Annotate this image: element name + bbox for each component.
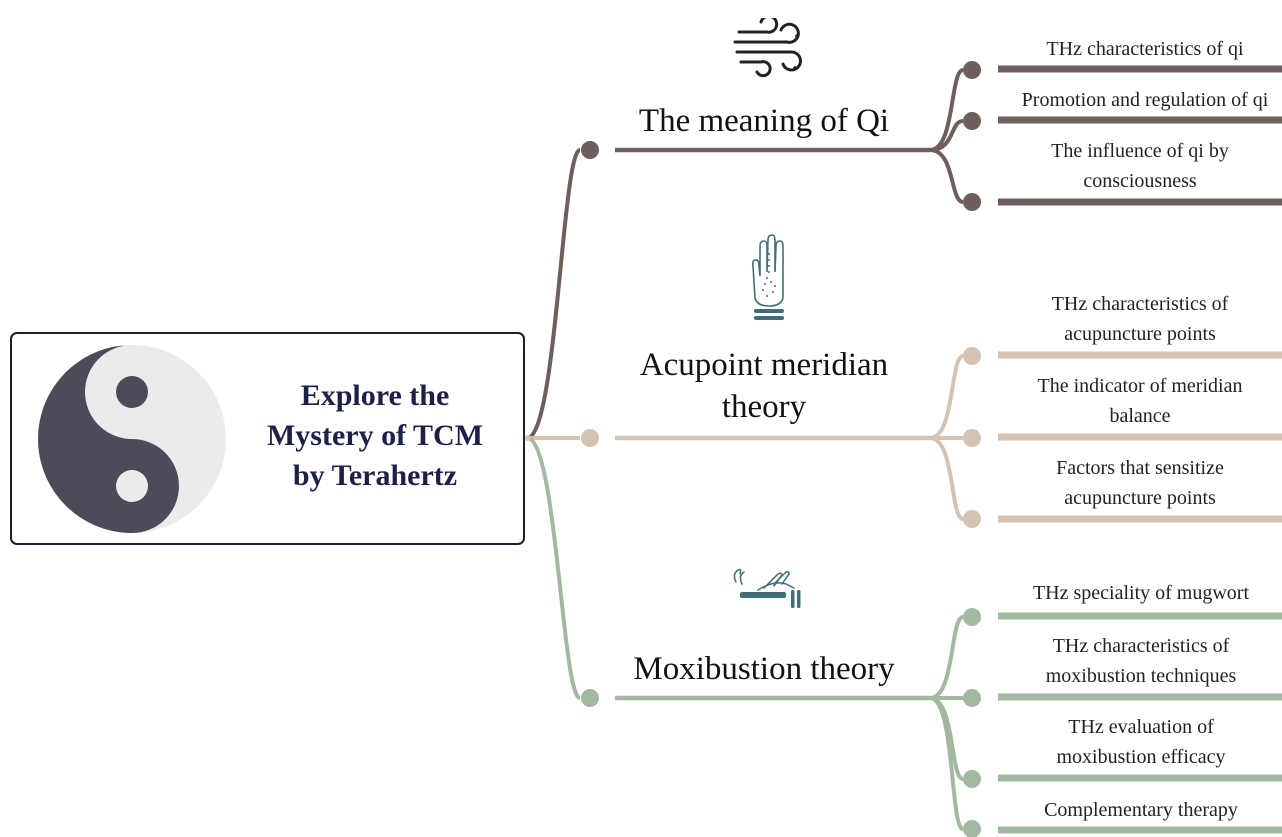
leaf-connector bbox=[929, 696, 965, 831]
root-title-line: Mystery of TCM bbox=[266, 419, 484, 452]
branch-label-line: The meaning of Qi bbox=[638, 103, 890, 139]
yin-dot bbox=[116, 376, 148, 408]
leaf-label-line: THz characteristics of bbox=[1051, 293, 1229, 315]
leaf-label: Complementary therapy bbox=[1000, 795, 1282, 825]
leaf-label-line: consciousness bbox=[1083, 170, 1197, 192]
leaf-label-line: THz evaluation of bbox=[1068, 716, 1214, 738]
leaf-dot bbox=[963, 689, 981, 707]
leaf-label-line: THz characteristics of qi bbox=[1046, 38, 1244, 60]
branch-dot bbox=[581, 689, 599, 707]
wind-icon bbox=[733, 18, 802, 78]
root-title: Explore the Mystery of TCM by Terahertz bbox=[244, 376, 506, 496]
leaf-dot bbox=[963, 61, 981, 79]
leaf-dot bbox=[963, 770, 981, 788]
leaf-connector bbox=[929, 354, 965, 440]
branch-connector bbox=[526, 436, 582, 700]
leaf-label-line: THz speciality of mugwort bbox=[1032, 582, 1250, 604]
branch-connector bbox=[526, 148, 582, 440]
leaf-dot bbox=[963, 429, 981, 447]
leaf-dot bbox=[963, 608, 981, 626]
branch-label-acupoint: Acupoint meridian theory bbox=[614, 344, 914, 428]
leaf-label: The indicator of meridian balance bbox=[1000, 371, 1280, 431]
leaf-label: Promotion and regulation of qi bbox=[1000, 85, 1282, 115]
leaf-dot bbox=[963, 510, 981, 528]
root-title-line: by Terahertz bbox=[292, 459, 458, 492]
leaf-dot bbox=[963, 820, 981, 837]
leaf-label: THz evaluation of moxibustion efficacy bbox=[1000, 712, 1282, 772]
leaf-dot bbox=[963, 347, 981, 365]
leaf-label-line: moxibustion efficacy bbox=[1056, 746, 1226, 768]
leaf-label: THz characteristics of moxibustion techn… bbox=[1000, 631, 1282, 691]
root-junction-dot bbox=[525, 435, 531, 441]
leaf-label-line: The influence of qi by bbox=[1051, 140, 1229, 162]
yang-dot bbox=[116, 470, 148, 502]
leaf-dot bbox=[963, 193, 981, 211]
root-node: Explore the Mystery of TCM by Terahertz bbox=[10, 332, 525, 545]
branch-label-line: Moxibustion theory bbox=[633, 651, 895, 687]
leaf-connector bbox=[929, 68, 964, 152]
branch-dot bbox=[581, 429, 599, 447]
leaf-label-line: The indicator of meridian bbox=[1037, 375, 1243, 397]
leaf-label: Factors that sensitize acupuncture point… bbox=[1000, 453, 1280, 513]
leaf-label: THz characteristics of acupuncture point… bbox=[1000, 289, 1280, 349]
leaf-label: The influence of qi by consciousness bbox=[1000, 136, 1280, 196]
branch-label-line: Acupoint meridian bbox=[639, 347, 889, 383]
leaf-label-line: Complementary therapy bbox=[1044, 799, 1238, 821]
leaf-label-line: Factors that sensitize bbox=[1056, 457, 1224, 479]
moxibustion-hand-icon bbox=[733, 568, 801, 608]
leaf-connector bbox=[929, 148, 964, 204]
leaf-label-line: balance bbox=[1109, 405, 1171, 427]
leaf-dot bbox=[963, 112, 981, 130]
yin-yang-icon bbox=[38, 345, 226, 533]
root-title-line: Explore the bbox=[300, 379, 450, 412]
leaf-label: THz characteristics of qi bbox=[1000, 34, 1282, 64]
leaf-connector bbox=[929, 615, 965, 700]
branch-label-line: theory bbox=[721, 389, 807, 425]
branch-dot bbox=[581, 141, 599, 159]
leaf-label-line: moxibustion techniques bbox=[1045, 665, 1237, 687]
palm-meridian-icon bbox=[752, 234, 784, 320]
branch-label-qi: The meaning of Qi bbox=[614, 100, 914, 142]
leaf-label-line: acupuncture points bbox=[1064, 487, 1216, 509]
branch-label-moxibustion: Moxibustion theory bbox=[614, 648, 914, 690]
leaf-label-line: acupuncture points bbox=[1064, 323, 1216, 345]
leaf-label-line: THz characteristics of bbox=[1052, 635, 1230, 657]
leaf-connector bbox=[929, 436, 965, 521]
leaf-label: THz speciality of mugwort bbox=[1000, 578, 1282, 608]
leaf-label-line: Promotion and regulation of qi bbox=[1021, 89, 1269, 111]
